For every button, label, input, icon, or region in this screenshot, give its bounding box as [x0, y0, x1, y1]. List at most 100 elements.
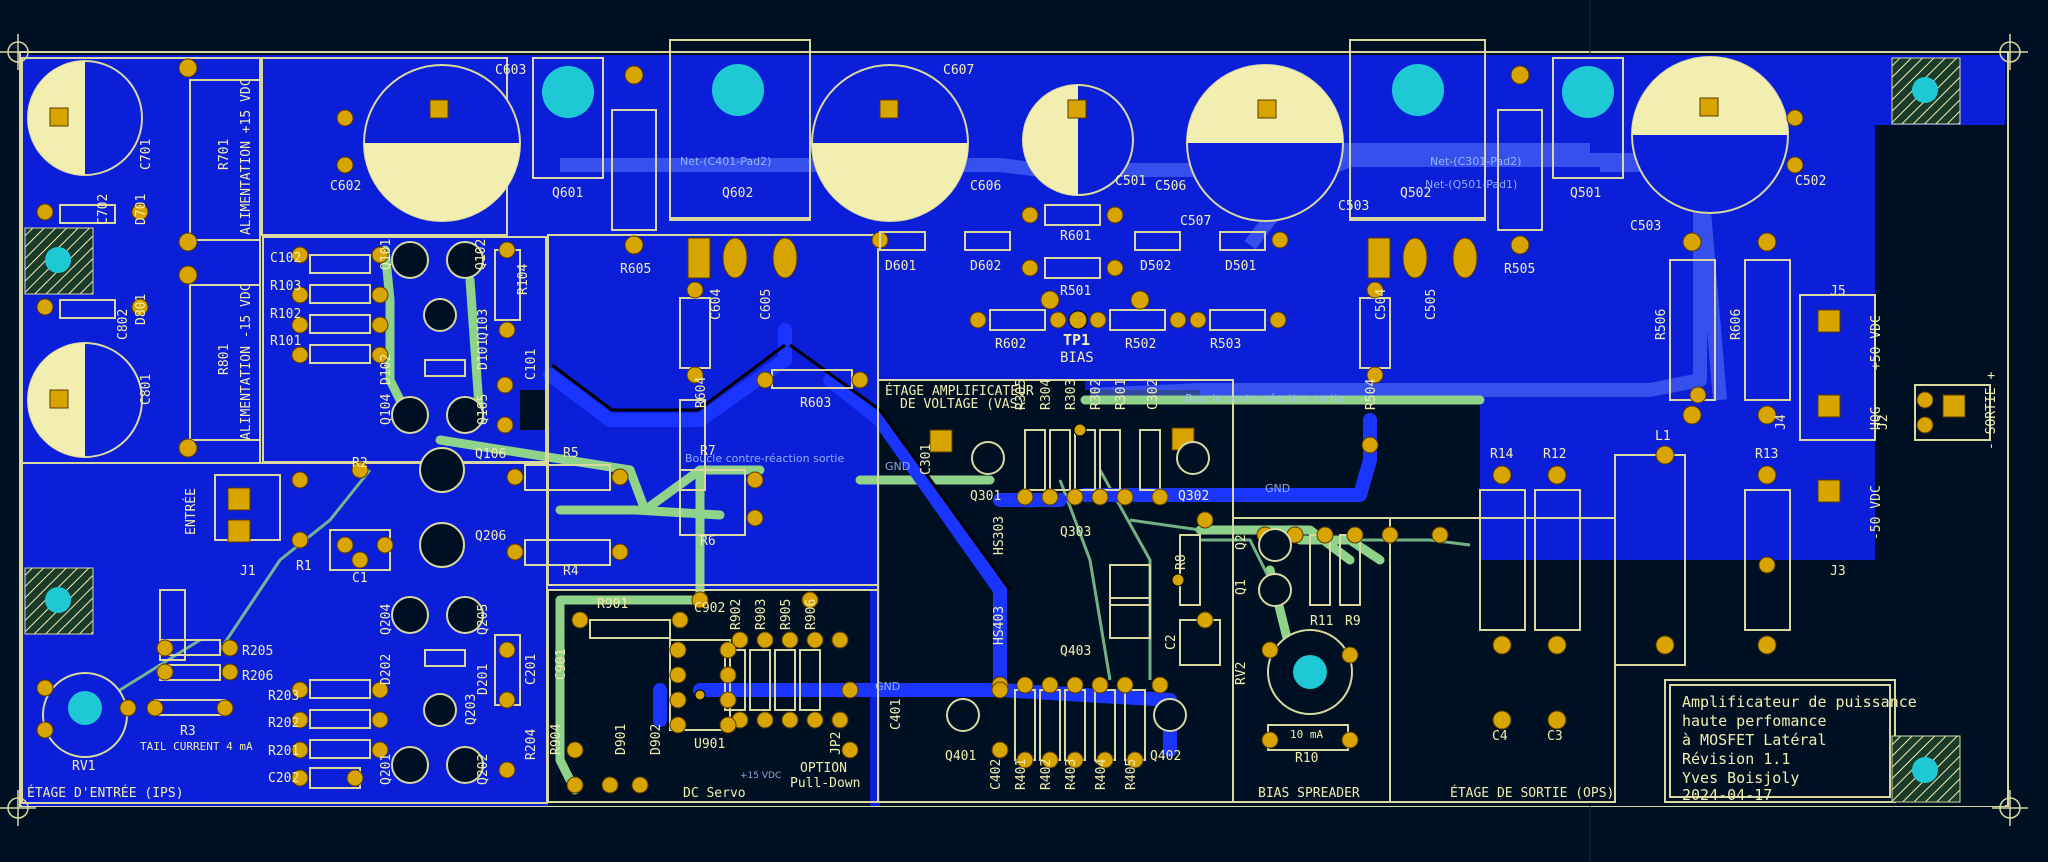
label-C605: C605 — [759, 289, 774, 320]
label-Q204: Q204 — [379, 604, 394, 635]
label-C501: C501 — [1115, 174, 1146, 189]
label-C201: C201 — [524, 654, 539, 685]
label-D902: D902 — [649, 724, 664, 755]
label-C503b: C503 — [1630, 219, 1661, 234]
label-J3: J3 — [1830, 564, 1846, 579]
label-R501: R501 — [1060, 284, 1091, 299]
label-Q2: Q2 — [1234, 534, 1249, 550]
net-label-boucle-1: Boucle contre-réaction sortie — [685, 452, 844, 465]
label-R906: R906 — [804, 599, 819, 630]
label-C602: C602 — [330, 179, 361, 194]
label-R402: R402 — [1039, 759, 1054, 790]
diodes — [59, 204, 1266, 667]
label-D501: D501 — [1225, 259, 1256, 274]
label-R104: R104 — [516, 264, 531, 295]
label-RV2: RV2 — [1234, 662, 1249, 685]
label-Q1: Q1 — [1234, 579, 1249, 595]
label-Q601: Q601 — [552, 186, 583, 201]
label-C102: C102 — [270, 251, 301, 266]
label-R13: R13 — [1755, 447, 1778, 462]
net-label-3: Net-(Q501-Pad1) — [1425, 178, 1517, 191]
label-D202: D202 — [379, 654, 394, 685]
label-C802: C802 — [116, 309, 131, 340]
label-D502: D502 — [1140, 259, 1171, 274]
label-R601: R601 — [1060, 229, 1091, 244]
label-R1: R1 — [296, 559, 312, 574]
label-R7: R7 — [700, 444, 716, 459]
label-C801: C801 — [139, 374, 154, 405]
section-labels: ÉTAGE D'ENTRÉE (IPS) ÉTAGE AMPLIFICATEUR… — [27, 78, 1999, 801]
title-line-5: Yves Boisjoly — [1682, 769, 1799, 787]
section-vas-2: DE VOLTAGE (VAS) — [900, 397, 1025, 412]
label-C302: C302 — [1146, 379, 1161, 410]
label-R204: R204 — [524, 729, 539, 760]
label-R11: R11 — [1310, 614, 1333, 629]
label-C101: C101 — [524, 349, 539, 380]
square-pads — [49, 97, 1966, 543]
label-R905: R905 — [779, 599, 794, 630]
net-label-gnd-3: GND — [875, 680, 900, 693]
label-R5: R5 — [563, 446, 579, 461]
label-C604: C604 — [709, 289, 724, 320]
title-block: Amplificateur de puissance haute perfoma… — [1682, 693, 1917, 804]
section-dc-servo: DC Servo — [683, 786, 746, 801]
label-D801: D801 — [134, 294, 149, 325]
label-D701: D701 — [134, 194, 149, 225]
label-R504: R504 — [1364, 379, 1379, 410]
pads — [36, 58, 1934, 794]
label-JP2: JP2 — [829, 732, 844, 755]
label-Q103: Q103 — [476, 309, 491, 340]
label-D102: D102 — [379, 354, 394, 385]
section-vas-1: ÉTAGE AMPLIFICATEUR — [885, 383, 1034, 399]
label-D901: D901 — [614, 724, 629, 755]
label-R502: R502 — [1125, 337, 1156, 352]
section-tp1: TP1 — [1063, 331, 1090, 349]
label-C702: C702 — [96, 194, 111, 225]
label-R904: R904 — [549, 724, 564, 755]
label-R4: R4 — [563, 564, 579, 579]
net-label-v15: +15 VDC — [740, 771, 781, 781]
label-R404: R404 — [1094, 759, 1109, 790]
label-R505: R505 — [1504, 262, 1535, 277]
label-Q102: Q102 — [474, 239, 489, 270]
label-R14: R14 — [1490, 447, 1514, 462]
label-C2: C2 — [1164, 634, 1179, 650]
label-Q502: Q502 — [1400, 186, 1431, 201]
label-C503: C503 — [1338, 199, 1369, 214]
label-R2: R2 — [352, 456, 368, 471]
title-line-2: haute perfomance — [1682, 712, 1827, 730]
label-C301: C301 — [919, 444, 934, 475]
label-R701: R701 — [217, 139, 232, 170]
title-line-1: Amplificateur de puissance — [1682, 693, 1917, 711]
label-C504: C504 — [1374, 289, 1389, 320]
label-C401: C401 — [889, 699, 904, 730]
label-Q301: Q301 — [970, 489, 1001, 504]
label-C3: C3 — [1547, 729, 1563, 744]
section-alim-pos: ALIMENTATION +15 VDC — [239, 78, 254, 235]
section-bias: BIAS SPREADER — [1258, 786, 1360, 801]
label-C603: C603 — [495, 63, 526, 78]
label-C607: C607 — [943, 63, 974, 78]
label-Q402: Q402 — [1150, 749, 1181, 764]
label-Q205: Q205 — [476, 604, 491, 635]
label-R902: R902 — [729, 599, 744, 630]
title-line-6: 2024-04-17 — [1682, 786, 1772, 804]
label-Q602: Q602 — [722, 186, 753, 201]
label-R801: R801 — [217, 344, 232, 375]
net-label-1: Net-(C401-Pad2) — [680, 155, 771, 168]
label-R606: R606 — [1729, 309, 1744, 340]
label-R10: R10 — [1295, 751, 1318, 766]
label-R8: R8 — [1174, 554, 1189, 570]
section-hqg: HQG — [1869, 406, 1884, 430]
label-Q203: Q203 — [464, 694, 479, 725]
section-sortie: - SORTIE + — [1984, 372, 1999, 450]
label-HS403: HS403 — [992, 606, 1007, 645]
label-R103: R103 — [270, 279, 301, 294]
label-Q106: Q106 — [475, 447, 506, 462]
label-C507: C507 — [1180, 214, 1211, 229]
power-transistors — [189, 39, 1624, 441]
label-J5: J5 — [1830, 284, 1846, 299]
label-R205: R205 — [242, 644, 273, 659]
label-R301: R301 — [1114, 379, 1129, 410]
label-J1: J1 — [240, 564, 256, 579]
